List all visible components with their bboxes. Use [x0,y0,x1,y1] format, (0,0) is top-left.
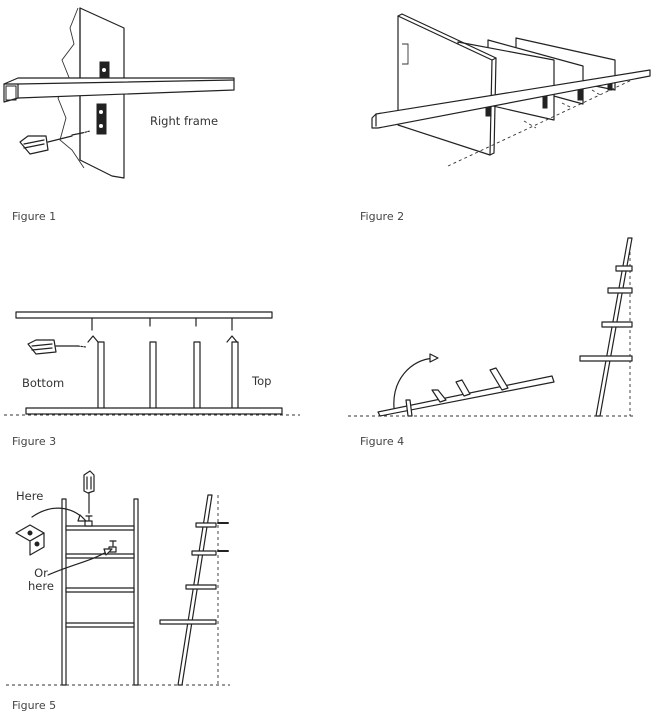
front-rung-2 [65,553,135,559]
figure-3-drawing [4,311,300,416]
side-rung-4 [159,619,217,625]
figure-1-caption: Figure 1 [12,210,57,223]
figure-4-drawing [348,237,636,417]
standing-rung-1 [615,265,633,272]
fallen-rung-4 [489,367,509,391]
rail [3,77,235,103]
ground-line [447,77,637,167]
label-right-frame: Right frame [150,114,219,128]
figure-2-caption: Figure 2 [360,210,405,223]
screwdriver [27,339,87,355]
bracket-marker-1 [84,520,93,527]
label-or-here: Or here [28,566,54,593]
figure-2: Figure 2 [340,0,652,230]
label-top: Top [252,374,272,388]
side-rung-2 [191,550,217,556]
figure-5-drawing [6,470,230,686]
screwdriver [83,470,95,514]
side-rung-1 [195,522,217,528]
callout-or-here [47,550,109,576]
callout-here [31,507,85,520]
figure-3: Bottom Top Figure 3 [0,230,330,455]
l-bracket [15,524,45,556]
figure-2-drawing [371,13,651,167]
top-rail [15,311,273,319]
fallen-rung-3 [455,379,471,397]
frame-1 [397,15,493,156]
rung-1 [97,341,105,413]
rung-2 [149,341,157,413]
figure-3-caption: Figure 3 [12,435,57,448]
side-rung-3 [185,584,217,590]
front-rung-3 [65,587,135,593]
front-rung-1 [65,525,135,531]
figure-5-caption: Figure 5 [12,699,57,712]
figure-4: Figure 4 [340,230,652,455]
rung-3 [193,341,201,413]
fallen-rung-1 [405,399,413,417]
label-here: Here [16,489,44,503]
fallen-rung-2 [431,389,447,403]
figure-5: Here Or here Figure 5 [0,455,340,719]
screwdriver [19,130,91,155]
bracket-lower [96,103,107,135]
fallen-ladder-rail [377,375,555,417]
rung-4 [231,341,239,413]
bottom-rail [25,407,283,415]
label-bottom: Bottom [22,376,65,390]
figure-1-drawing [3,7,235,179]
rotation-arrow [393,357,435,409]
standing-rung-3 [601,321,633,328]
standing-rung-2 [607,287,633,294]
front-rung-4 [65,622,135,628]
figure-1: Right frame Figure 1 [0,0,330,230]
figure-4-caption: Figure 4 [360,435,405,448]
standing-rung-4 [579,355,633,362]
